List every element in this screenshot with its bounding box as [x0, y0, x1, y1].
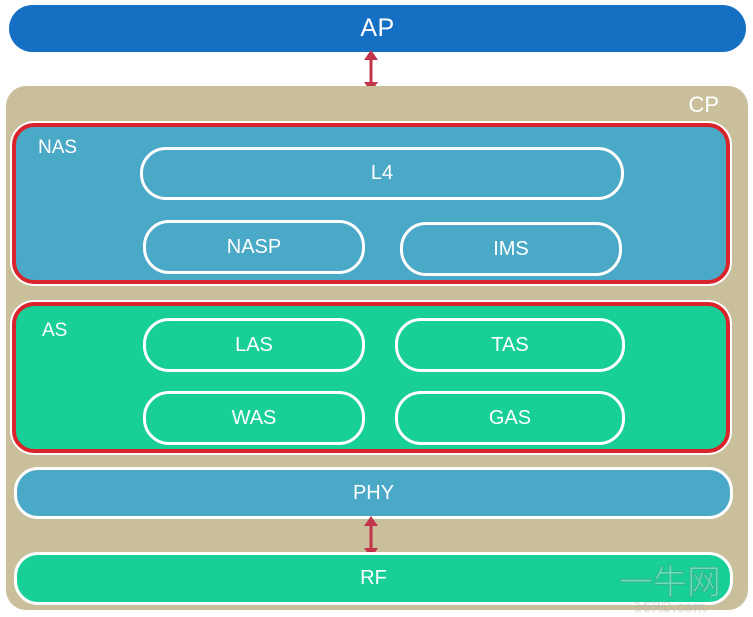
nas-group: NAS L4 NASP IMS: [12, 123, 730, 284]
ap-label: AP: [360, 14, 395, 42]
as-group: AS LAS TAS WAS GAS: [12, 302, 730, 453]
svg-text:16RD.com: 16RD.com: [634, 600, 707, 615]
phy-label: PHY: [352, 481, 395, 504]
as-las-block: LAS: [143, 318, 365, 372]
l4-label: L4: [370, 162, 394, 184]
ims-label: IMS: [493, 237, 529, 260]
nas-label: NAS: [38, 137, 78, 158]
gas-label: GAS: [488, 406, 532, 429]
as-label: AS: [42, 320, 68, 341]
nasp-label: NASP: [226, 235, 282, 258]
was-label: WAS: [231, 406, 277, 429]
las-label: LAS: [235, 333, 273, 356]
nas-nasp-block: NASP: [143, 220, 365, 274]
ap-block: AP: [9, 5, 746, 52]
as-was-block: WAS: [143, 391, 365, 445]
watermark-logo: 一牛网 16RD.com: [619, 563, 722, 616]
nas-ims-block: IMS: [400, 222, 622, 276]
as-tas-block: TAS: [395, 318, 625, 372]
rf-label: RF: [360, 567, 387, 589]
phy-block: PHY: [14, 467, 733, 519]
cp-label: CP: [688, 92, 719, 117]
as-gas-block: GAS: [395, 391, 625, 445]
rf-block: RF: [14, 552, 733, 605]
tas-label: TAS: [491, 333, 529, 356]
svg-text:一牛网: 一牛网: [619, 563, 721, 603]
nas-l4-block: L4: [140, 147, 624, 200]
